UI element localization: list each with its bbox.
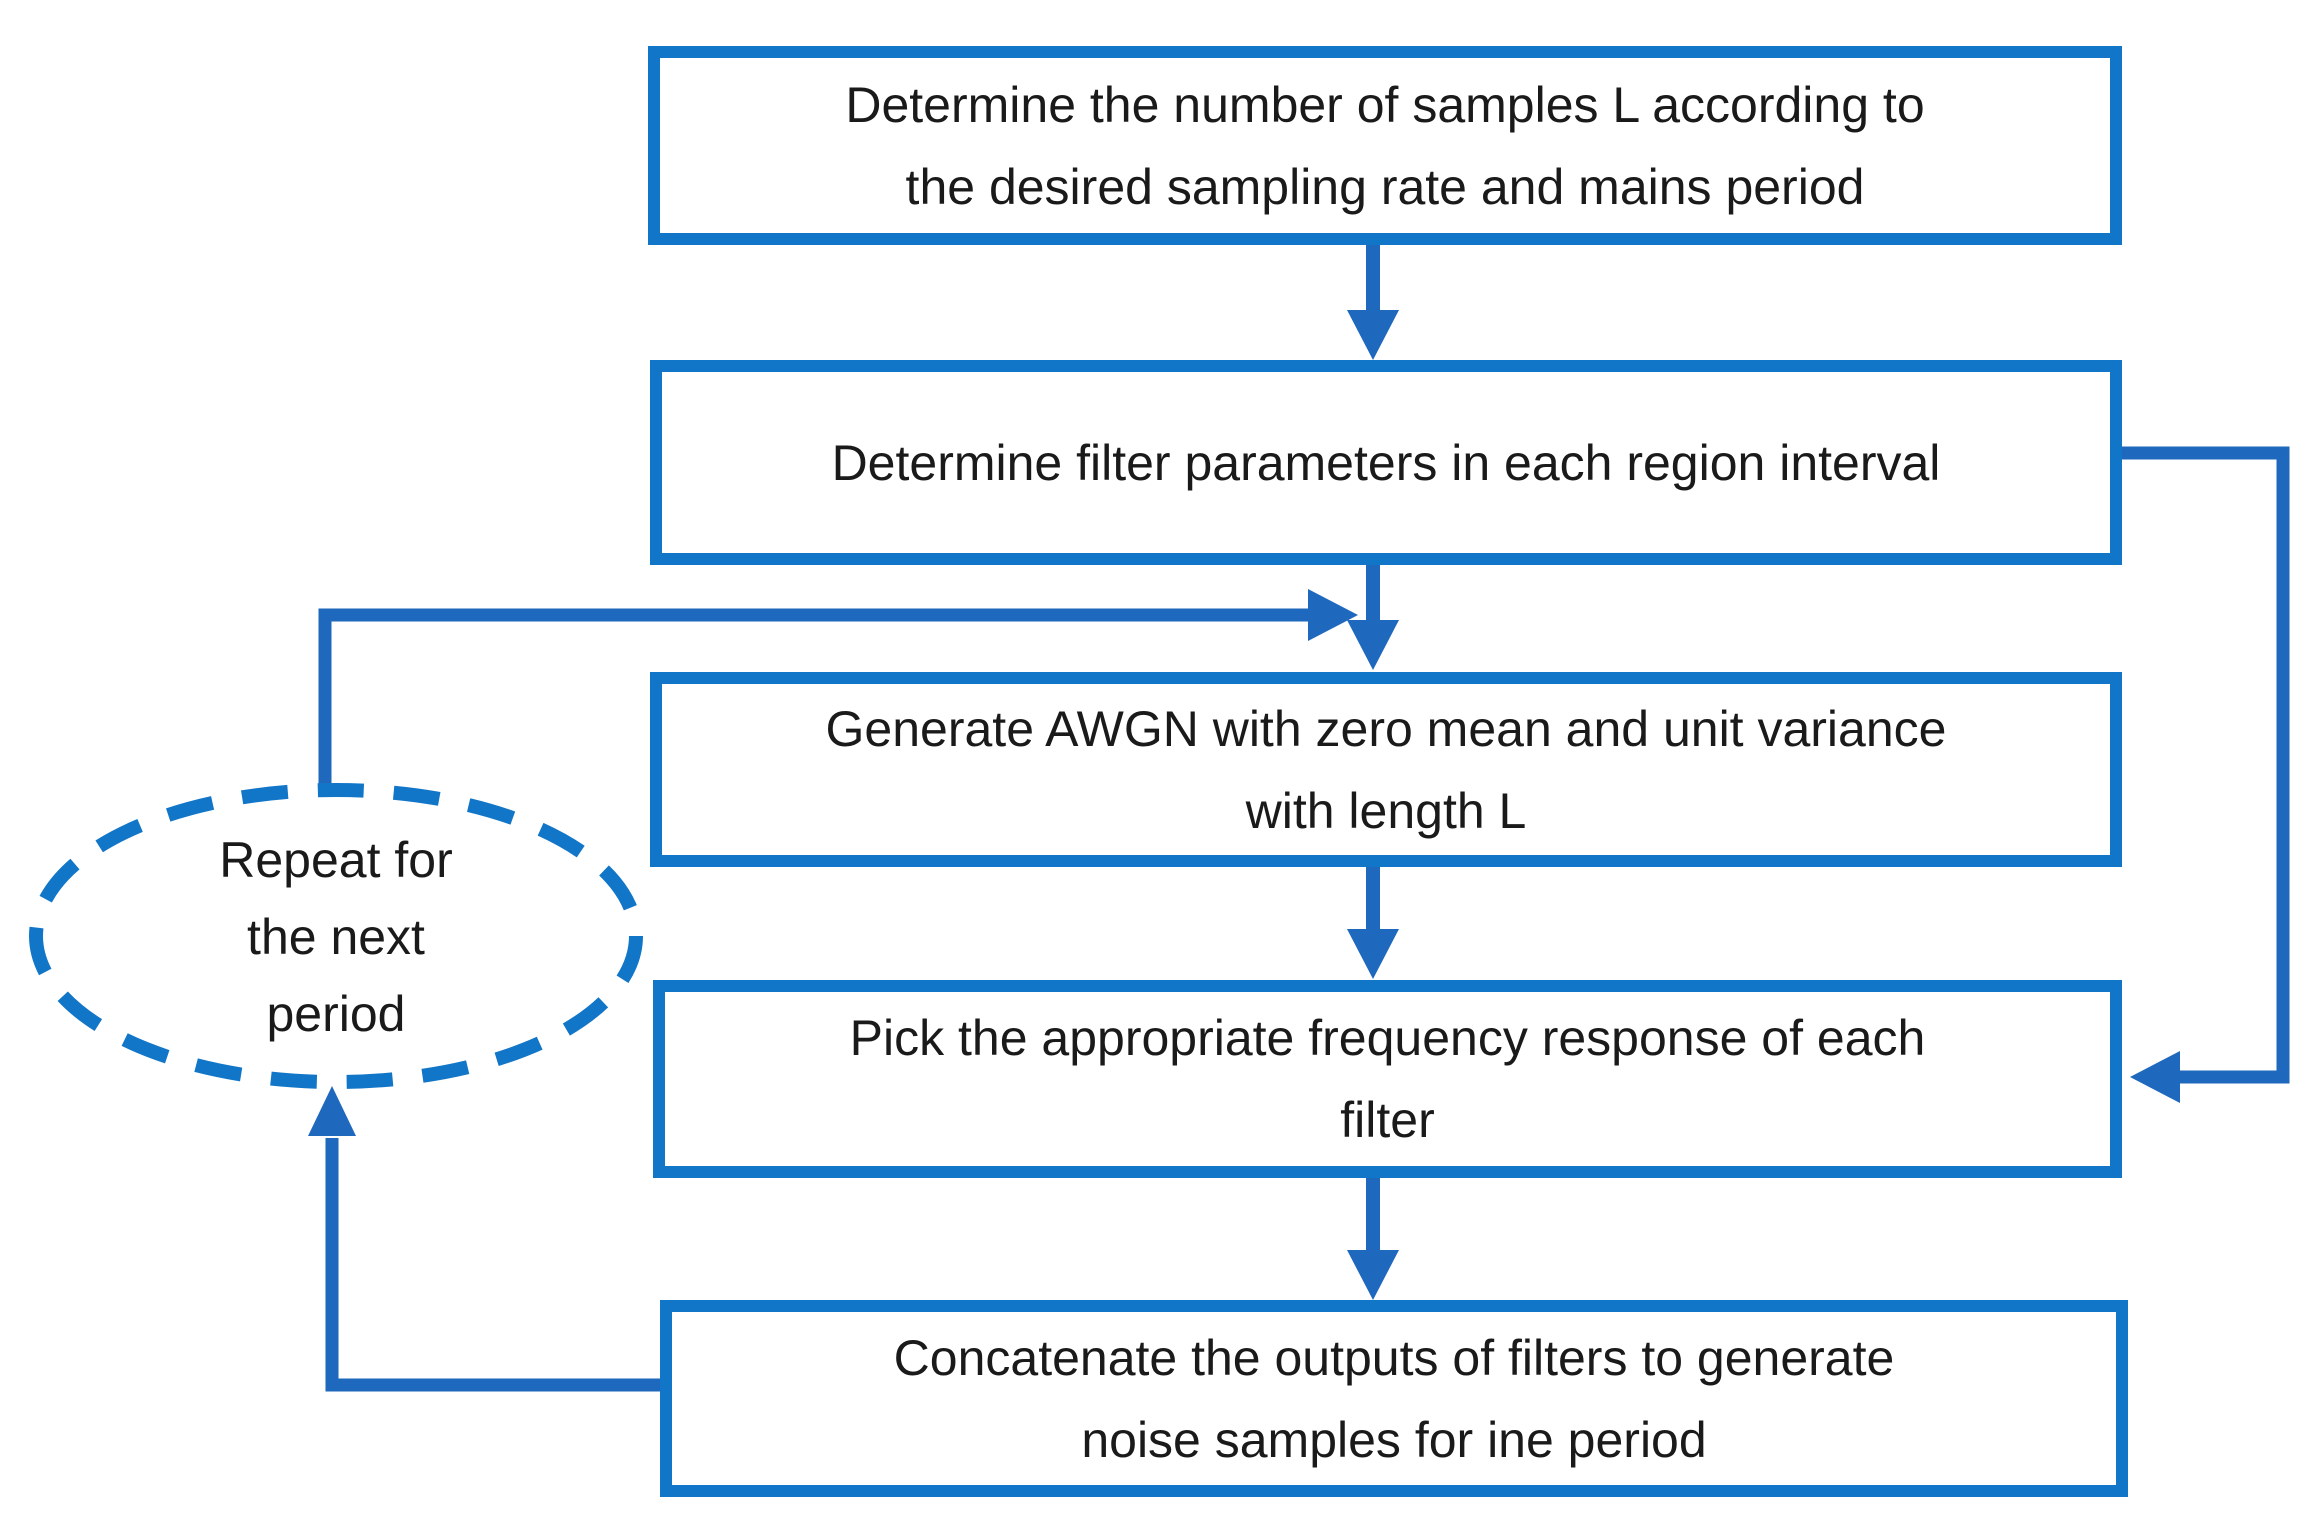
arrow-box4-to-box5 (1347, 1175, 1399, 1300)
arrow-box1-to-box2 (1347, 240, 1399, 360)
flow-step-text: Determine filter parameters in each regi… (831, 434, 1941, 491)
flow-step-text: Determine the number of samples L accord… (845, 76, 1925, 133)
repeat-loop-ellipse (29, 783, 643, 1089)
flow-step-text: the desired sampling rate and mains peri… (905, 158, 1865, 215)
connector-ellipse-to-box3-entry (318, 589, 1358, 795)
flow-step-pick-frequency-response: Pick the appropriate frequency response … (653, 980, 2122, 1178)
repeat-loop-text: the next (247, 908, 425, 965)
flow-step-text: filter (1340, 1092, 1435, 1148)
flow-step-text: noise samples for ine period (1081, 1411, 1707, 1468)
connector-box5-to-ellipse (308, 1086, 672, 1392)
repeat-loop-text: period (266, 985, 406, 1042)
flow-step-generate-awgn: Generate AWGN with zero mean and unit va… (650, 672, 2122, 867)
connector-box2-to-box4-right (2110, 446, 2290, 1103)
arrow-box3-to-box4 (1347, 862, 1399, 979)
flow-step-determine-filter-params: Determine filter parameters in each regi… (650, 360, 2122, 565)
repeat-loop-label: Repeat for the next period (46, 796, 626, 1078)
arrow-box2-to-box3 (1347, 560, 1399, 670)
flow-step-text: Concatenate the outputs of filters to ge… (893, 1329, 1895, 1386)
repeat-loop-text: Repeat for (219, 831, 453, 888)
flow-step-concatenate-outputs: Concatenate the outputs of filters to ge… (660, 1300, 2128, 1497)
flow-step-determine-samples: Determine the number of samples L accord… (648, 46, 2122, 245)
flow-step-text: with length L (1245, 782, 1527, 839)
flow-step-text: Generate AWGN with zero mean and unit va… (825, 700, 1947, 757)
flow-step-text: Pick the appropriate frequency response … (849, 1010, 1926, 1066)
